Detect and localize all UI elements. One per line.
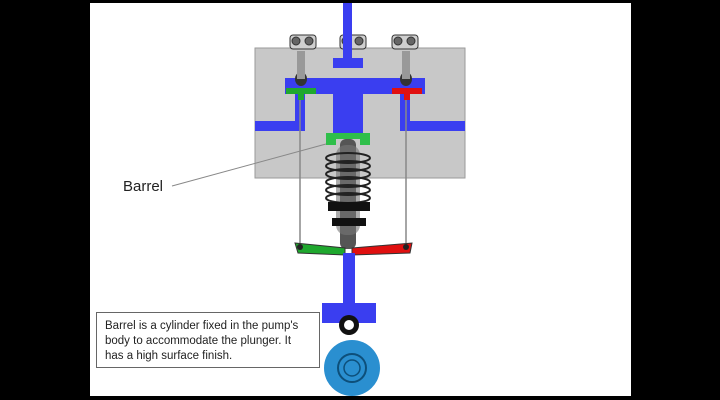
right-valve <box>392 51 422 100</box>
barrel-leader-line <box>171 143 327 187</box>
tappet <box>322 253 376 335</box>
barrel-label: Barrel <box>123 178 164 195</box>
upper-spring-seat <box>328 202 370 211</box>
caption-box: Barrel is a cylinder fixed in the pump's… <box>96 312 320 368</box>
fuel-pump-diagram <box>171 3 466 396</box>
diagram-canvas: Barrel Barrel is a cylinder fixed in the… <box>90 3 631 396</box>
caption-text: Barrel is a cylinder fixed in the pump's… <box>105 320 299 362</box>
left-valve <box>286 51 316 100</box>
cam <box>324 340 380 396</box>
lower-spring-seat <box>332 218 366 226</box>
top-screws <box>289 34 419 50</box>
control-rods <box>299 100 407 243</box>
